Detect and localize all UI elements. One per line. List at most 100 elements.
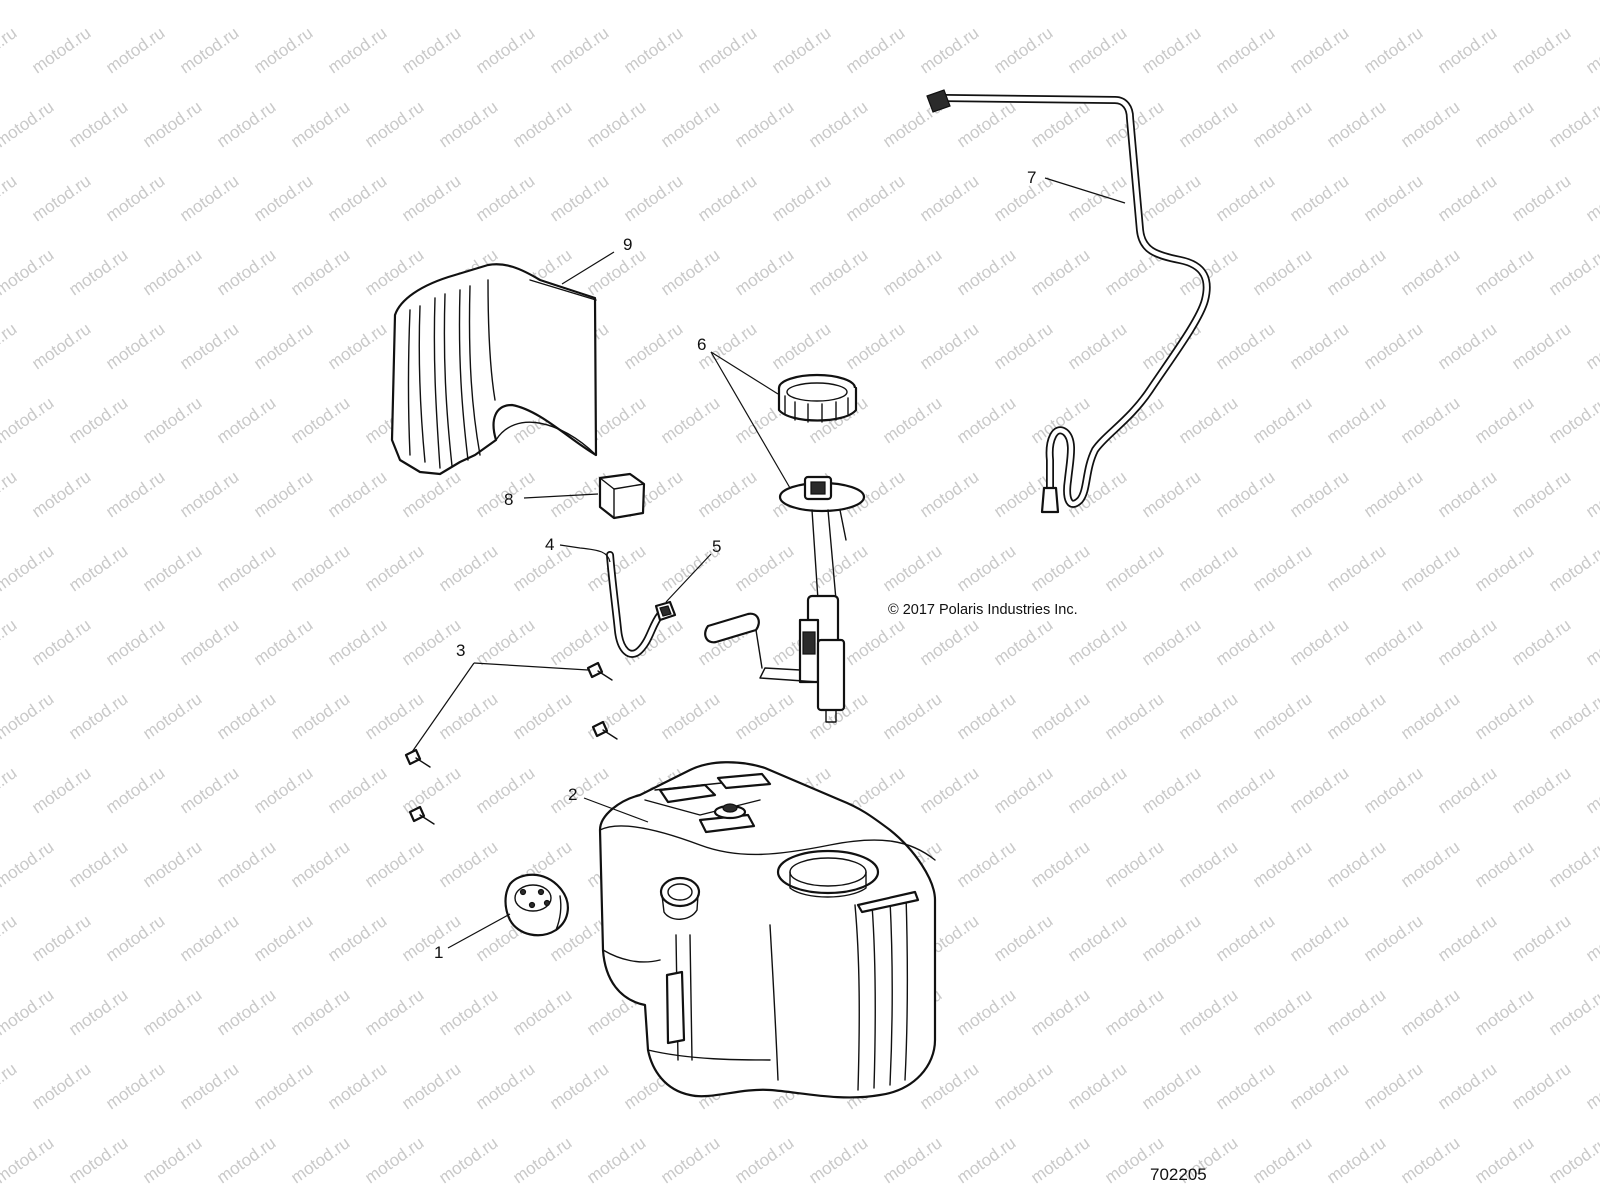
watermark-tile: motod.ru (1397, 837, 1463, 891)
watermark-tile: motod.ru (1286, 1059, 1352, 1113)
watermark-tile: motod.ru (1249, 837, 1315, 891)
watermark-tile: motod.ru (1508, 615, 1574, 669)
watermark-tile: motod.ru (0, 689, 57, 743)
watermark-tile: motod.ru (1212, 467, 1278, 521)
watermark-tile: motod.ru (250, 467, 316, 521)
watermark-tile: motod.ru (1101, 985, 1167, 1039)
watermark-tile: motod.ru (768, 23, 834, 77)
watermark-tile: motod.ru (324, 911, 390, 965)
watermark-tile: motod.ru (139, 97, 205, 151)
watermark-tile: motod.ru (1545, 689, 1600, 743)
watermark-tile: motod.ru (0, 1059, 20, 1113)
watermark-tile: motod.ru (102, 23, 168, 77)
watermark-tile: motod.ru (1175, 837, 1241, 891)
watermark-tile: motod.ru (1064, 171, 1130, 225)
watermark-tile: motod.ru (213, 541, 279, 595)
watermark-tile: motod.ru (1360, 467, 1426, 521)
watermark-tile: motod.ru (916, 23, 982, 77)
watermark-tile: motod.ru (1212, 171, 1278, 225)
watermark-tile: motod.ru (28, 911, 94, 965)
leader-5 (665, 553, 712, 603)
watermark-tile: motod.ru (1286, 23, 1352, 77)
watermark-tile: motod.ru (0, 23, 20, 77)
watermark-tile: motod.ru (1212, 23, 1278, 77)
watermark-tile: motod.ru (657, 393, 723, 447)
screw-3 (404, 748, 431, 768)
watermark-tile: motod.ru (176, 911, 242, 965)
watermark-tile: motod.ru (1027, 245, 1093, 299)
watermark-tile: motod.ru (953, 393, 1019, 447)
watermark-tile: motod.ru (435, 1133, 501, 1187)
watermark-tile: motod.ru (324, 467, 390, 521)
watermark-tile: motod.ru (1545, 1133, 1600, 1187)
watermark-tile: motod.ru (0, 763, 20, 817)
watermark-tile: motod.ru (472, 1059, 538, 1113)
watermark-tile: motod.ru (1545, 97, 1600, 151)
watermark-tile: motod.ru (1249, 985, 1315, 1039)
watermark-tile: motod.ru (990, 911, 1056, 965)
watermark-tile: motod.ru (842, 23, 908, 77)
watermark-tile: motod.ru (879, 1133, 945, 1187)
watermark-tile: motod.ru (1434, 763, 1500, 817)
watermark-tile: motod.ru (731, 689, 797, 743)
watermark-tile: motod.ru (1545, 837, 1600, 891)
watermark-tile: motod.ru (324, 319, 390, 373)
watermark-tile: motod.ru (139, 393, 205, 447)
watermark-tile: motod.ru (1508, 467, 1574, 521)
watermark-tile: motod.ru (1582, 319, 1600, 373)
watermark-tile: motod.ru (1138, 911, 1204, 965)
watermark-tile: motod.ru (0, 171, 20, 225)
watermark-tile: motod.ru (990, 171, 1056, 225)
watermark-tile: motod.ru (435, 689, 501, 743)
vent-line-part (926, 89, 1211, 514)
callout-4: 4 (545, 535, 554, 554)
watermark-tile: motod.ru (398, 467, 464, 521)
watermark-tile: motod.ru (509, 1133, 575, 1187)
watermark-tile: motod.ru (546, 615, 612, 669)
watermark-tile: motod.ru (657, 245, 723, 299)
watermark-tile: motod.ru (1545, 245, 1600, 299)
watermark-tile: motod.ru (361, 689, 427, 743)
watermark-tile: motod.ru (139, 245, 205, 299)
watermark-tile: motod.ru (250, 319, 316, 373)
watermark-tile: motod.ru (1175, 97, 1241, 151)
watermark-tile: motod.ru (916, 615, 982, 669)
watermark-tile: motod.ru (250, 23, 316, 77)
watermark-tile: motod.ru (768, 319, 834, 373)
watermark-tile: motod.ru (1027, 689, 1093, 743)
heat-shield-part (390, 263, 598, 476)
watermark-tile: motod.ru (176, 615, 242, 669)
watermark-tile: motod.ru (953, 97, 1019, 151)
callout-9: 9 (623, 235, 632, 254)
watermark-tile: motod.ru (65, 393, 131, 447)
watermark-tile: motod.ru (0, 467, 20, 521)
screw-2 (591, 720, 618, 740)
watermark-tile: motod.ru (361, 985, 427, 1039)
watermark-tile: motod.ru (546, 171, 612, 225)
watermark-tile: motod.ru (990, 1059, 1056, 1113)
watermark-tile: motod.ru (1397, 689, 1463, 743)
watermark-tile: motod.ru (1508, 171, 1574, 225)
watermark-tile: motod.ru (1249, 541, 1315, 595)
watermark-tile: motod.ru (1027, 541, 1093, 595)
watermark-tile: motod.ru (620, 23, 686, 77)
watermark-tile: motod.ru (546, 23, 612, 77)
watermark-tile: motod.ru (1360, 319, 1426, 373)
watermark-tile: motod.ru (287, 837, 353, 891)
watermark-tile: motod.ru (398, 171, 464, 225)
fuel-pump-part (704, 475, 866, 723)
watermark-tile: motod.ru (1212, 1059, 1278, 1113)
fuel-tank-part (598, 761, 937, 1099)
watermark-tile: motod.ru (324, 763, 390, 817)
watermark-tile: motod.ru (546, 1059, 612, 1113)
leader-3a (473, 662, 589, 671)
watermark-tile: motod.ru (1471, 393, 1537, 447)
watermark-tile: motod.ru (1249, 245, 1315, 299)
watermark-tile: motod.ru (1434, 615, 1500, 669)
watermark-tile: motod.ru (1249, 1133, 1315, 1187)
watermark-tile: motod.ru (657, 689, 723, 743)
watermark-tile: motod.ru (1027, 837, 1093, 891)
watermark-tile: motod.ru (65, 837, 131, 891)
watermark-tile: motod.ru (879, 245, 945, 299)
watermark-tile: motod.ru (731, 1133, 797, 1187)
